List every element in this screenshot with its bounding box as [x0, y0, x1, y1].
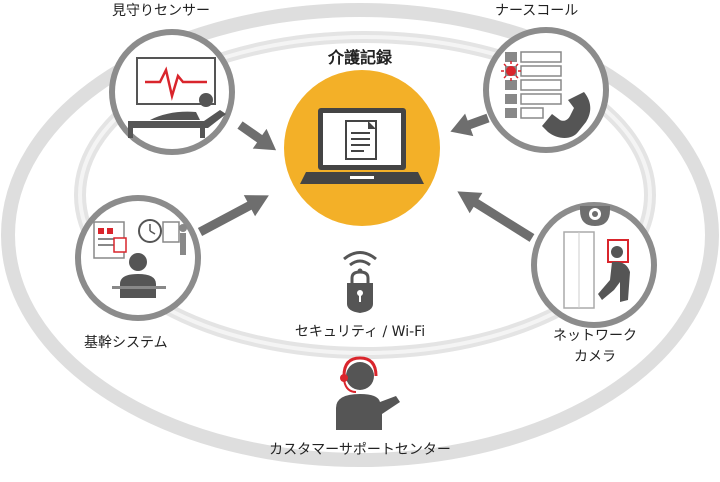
network-camera-node — [531, 202, 657, 328]
office-worker-computer-icon — [93, 219, 187, 298]
monitoring-sensor-node — [109, 29, 235, 155]
lock-icon — [347, 270, 373, 313]
headset-operator-icon — [336, 356, 400, 430]
arrow-monitoring — [237, 121, 277, 151]
bed-sensor-monitor-icon — [128, 57, 226, 138]
arrow-camera — [457, 191, 535, 242]
hub-title: 介護記録 — [327, 48, 392, 67]
security-camera-icon — [563, 206, 630, 309]
monitoring-label: 見守りセンサー — [112, 3, 210, 19]
camera-label-line2: カメラ — [574, 349, 616, 365]
core-system-label: 基幹システム — [84, 335, 168, 351]
security-label: セキュリティ / Wi-Fi — [294, 324, 426, 340]
support-label: カスタマーサポートセンター — [269, 442, 451, 458]
nurse-call-phone-icon — [501, 51, 591, 138]
laptop-document-icon — [300, 108, 424, 184]
flow-arrows — [197, 113, 535, 242]
nurse-call-label: ナースコール — [495, 3, 579, 19]
care-record-hub — [284, 70, 440, 226]
arrow-nurse-call — [450, 113, 490, 137]
wifi-icon — [343, 251, 377, 274]
ecosystem-rings — [1, 3, 719, 467]
arrow-core-system — [197, 195, 269, 236]
nurse-call-node — [483, 27, 609, 153]
core-system-node — [75, 195, 201, 321]
camera-label-line1: ネットワーク — [553, 328, 637, 344]
